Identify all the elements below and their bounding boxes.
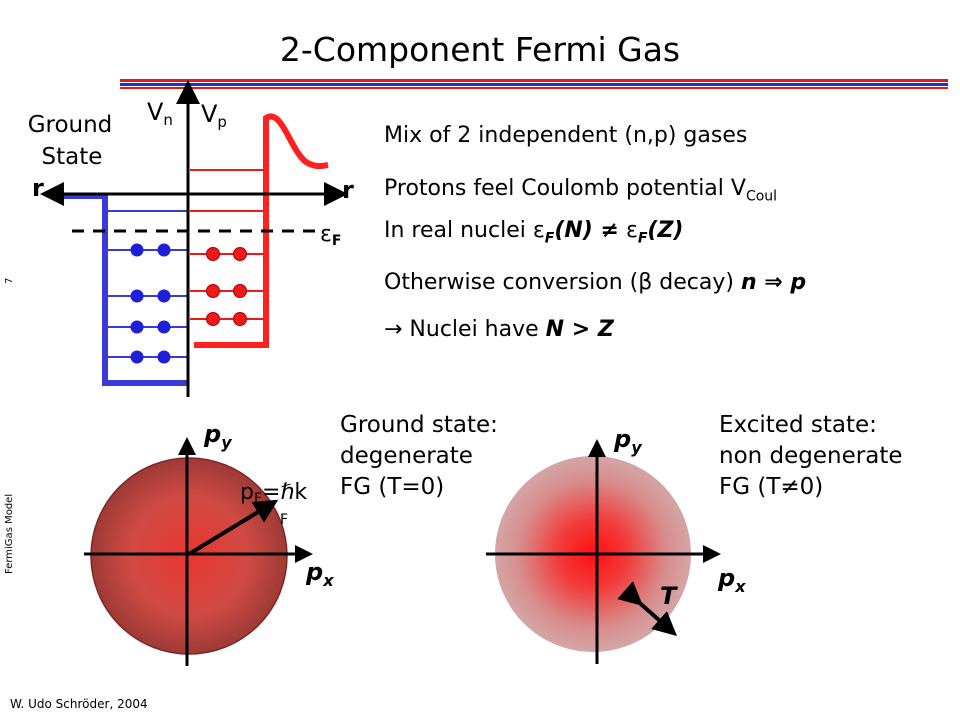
bullet-nuclei: → Nuclei have N > Z — [384, 317, 614, 342]
vn-label: Vn — [147, 98, 173, 129]
title-rule-red-bottom — [120, 87, 948, 89]
px-label-right: px — [717, 564, 746, 596]
fermi-energy-label: εF — [320, 222, 341, 249]
py-label-right: py — [613, 425, 642, 457]
title-rule-blue — [120, 83, 948, 86]
neutron-well — [62, 193, 188, 386]
not-equal-symbol: ≠ — [600, 218, 619, 243]
fermi-sphere-ground — [90, 457, 288, 655]
py-label-left: py — [203, 420, 232, 452]
vp-label: Vp — [201, 100, 227, 131]
bullet-real-nuclei: In real nuclei εF(N) ≠ εF(Z) — [384, 218, 684, 247]
right-arrow-icon: → — [384, 317, 403, 342]
bullet-coulomb: Protons feel Coulomb potential VCoul — [384, 176, 778, 205]
fermi-momentum-label: pF=ℏk — [240, 480, 307, 507]
fermi-momentum-vector — [187, 499, 279, 556]
ground-state-label-2: State — [42, 144, 103, 170]
ground-state-label-1: Ground — [28, 112, 113, 138]
fermi-momentum-sub: F — [280, 512, 288, 528]
footer-author: W. Udo Schröder, 2004 — [10, 697, 148, 711]
implies-arrow-icon: ⇒ — [756, 270, 791, 295]
bullet-conversion: Otherwise conversion (β decay) n ⇒ p — [384, 270, 807, 295]
neutron-dots — [130, 243, 171, 364]
proton-dots — [206, 247, 247, 326]
title-rule-red-top — [120, 79, 948, 82]
slide-title: 2-Component Fermi Gas — [279, 30, 681, 69]
temperature-label: T — [660, 582, 678, 610]
r-left-label: r — [32, 174, 44, 202]
temperature-width-arrow — [617, 581, 677, 636]
proton-well — [194, 113, 329, 348]
px-label-left: px — [305, 558, 334, 590]
bullet-mix: Mix of 2 independent (n,p) gases — [384, 123, 748, 148]
r-right-label: r — [342, 176, 354, 204]
